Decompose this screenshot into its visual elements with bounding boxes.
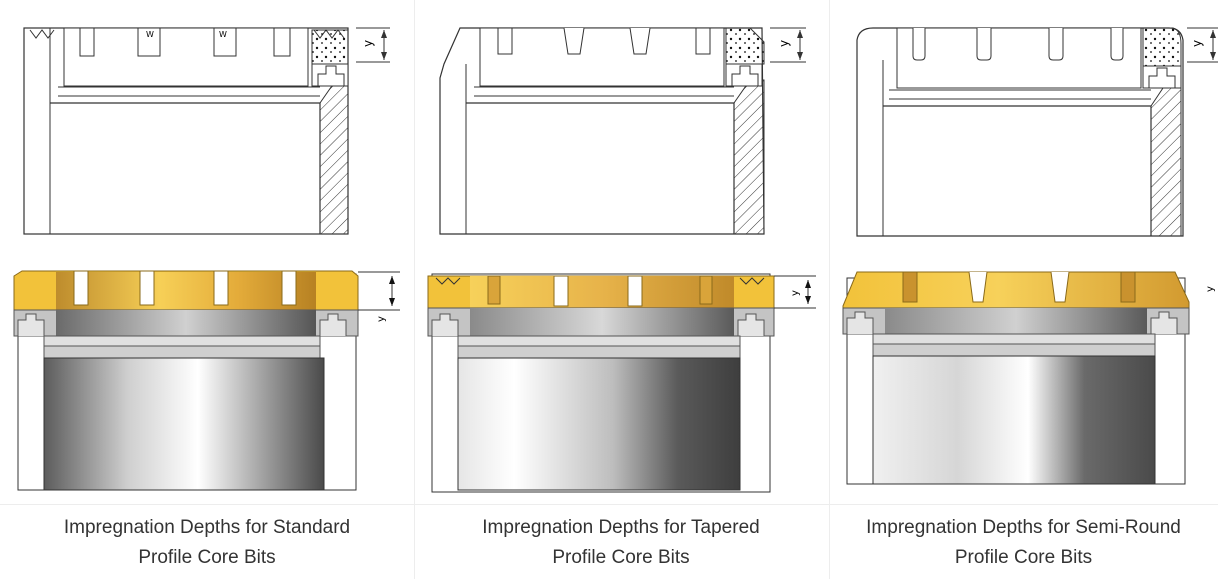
caption-divider: [0, 504, 1218, 505]
caption-line-1: Impregnation Depths for Tapered: [482, 517, 760, 538]
card-standard-profile: W W y: [0, 0, 414, 579]
card-semi-round-profile: y: [829, 0, 1218, 579]
svg-text:W: W: [219, 30, 227, 39]
standard-line-drawing: W W y: [0, 0, 414, 260]
caption-line-1: Impregnation Depths for Standard: [63, 517, 351, 538]
semi-round-line-drawing: y: [829, 0, 1218, 260]
card-tapered-profile: y: [414, 0, 828, 579]
caption-standard: Impregnation Depths for Standard Profile…: [0, 513, 414, 573]
caption-line-2: Profile Core Bits: [138, 547, 276, 568]
standard-rendered-view: y: [0, 262, 414, 502]
dimension-label: y: [790, 290, 801, 296]
semi-round-rendered-view: y: [829, 262, 1218, 502]
svg-text:W: W: [146, 30, 154, 39]
caption-semi-round: Impregnation Depths for Semi-Round Profi…: [829, 513, 1218, 573]
caption-line-2: Profile Core Bits: [954, 547, 1093, 568]
column-divider: [829, 0, 830, 579]
tapered-line-drawing: y: [414, 0, 828, 260]
caption-tapered: Impregnation Depths for Tapered Profile …: [414, 513, 828, 573]
tapered-rendered-view: y: [414, 262, 828, 502]
dimension-label: y: [777, 40, 791, 47]
caption-line-2: Profile Core Bits: [552, 547, 690, 568]
dimension-label: y: [361, 40, 375, 47]
dimension-label: y: [1190, 40, 1204, 47]
dimension-label: y: [1205, 286, 1216, 292]
column-divider: [414, 0, 415, 579]
caption-line-1: Impregnation Depths for Semi-Round: [866, 517, 1181, 538]
dimension-label: y: [376, 316, 387, 322]
